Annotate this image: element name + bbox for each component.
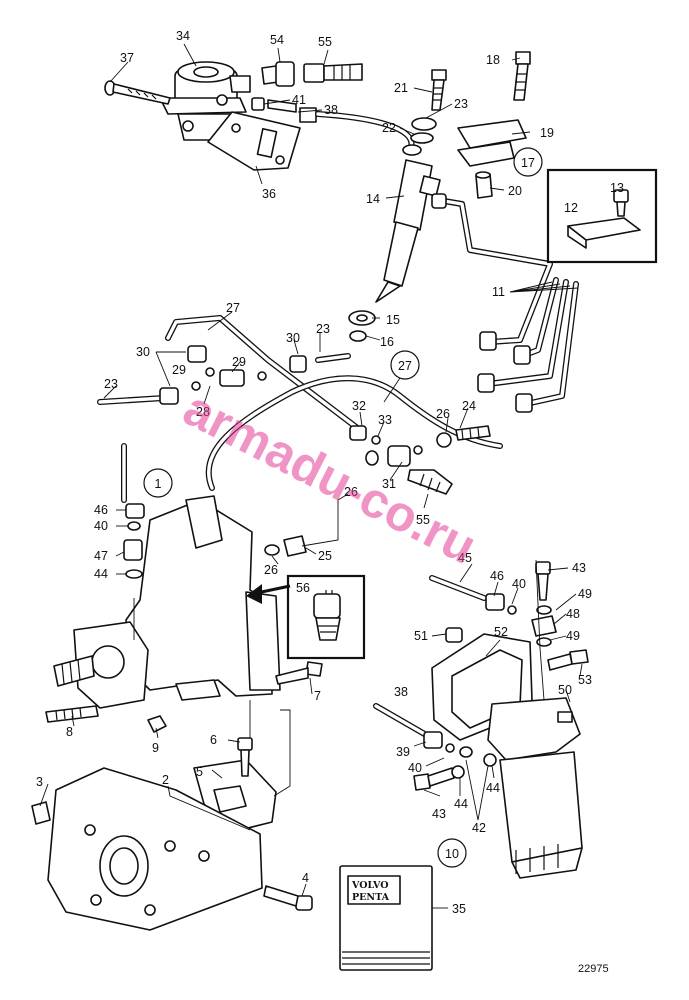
- callout-31: 31: [382, 477, 396, 491]
- callout-9: 9: [152, 741, 159, 755]
- drawing-number: 22975: [578, 963, 609, 975]
- callout-26a: 26: [436, 407, 450, 421]
- fuel-filter-assembly: [373, 561, 589, 879]
- callout-50: 50: [558, 683, 572, 697]
- callout-17: 17: [521, 156, 535, 170]
- callout-5: 5: [196, 765, 203, 779]
- callout-11: 11: [492, 285, 505, 299]
- callout-47: 47: [94, 549, 108, 563]
- callout-56: 56: [296, 581, 310, 595]
- callout-40a: 40: [94, 519, 108, 533]
- callout-48: 48: [566, 607, 580, 621]
- callout-13: 13: [610, 181, 624, 195]
- inset-box-56: [286, 574, 366, 660]
- callout-33: 33: [378, 413, 392, 427]
- callout-25: 25: [318, 549, 332, 563]
- callout-30b: 30: [286, 331, 300, 345]
- brand-logo-line2: PENTA: [352, 892, 390, 903]
- feed-pump-assembly: [104, 61, 415, 171]
- callout-27a: 27: [226, 301, 240, 315]
- callout-52: 52: [494, 625, 508, 639]
- callout-1: 1: [155, 477, 162, 491]
- callout-38b: 38: [394, 685, 408, 699]
- callout-20: 20: [508, 184, 522, 198]
- callout-18: 18: [486, 53, 500, 67]
- callout-44a: 44: [94, 567, 108, 581]
- gasket-36: [207, 111, 301, 171]
- callout-23a: 23: [454, 97, 468, 111]
- callout-29a: 29: [172, 363, 186, 377]
- callout-16: 16: [380, 335, 394, 349]
- callout-30a: 30: [136, 345, 150, 359]
- callout-3: 3: [36, 775, 43, 789]
- inset-arrow: [246, 584, 291, 604]
- callout-10: 10: [445, 847, 459, 861]
- workshop-manual-35: VOLVO PENTA: [339, 865, 433, 971]
- bolt-37: [104, 80, 171, 105]
- brand-logo-line1: VOLVO: [351, 880, 389, 891]
- injection-pump: [45, 443, 323, 733]
- callout-55a: 55: [318, 35, 332, 49]
- callout-55b: 55: [416, 513, 430, 527]
- callout-46a: 46: [94, 503, 108, 517]
- callout-43b: 43: [432, 807, 446, 821]
- callout-26c: 26: [264, 563, 278, 577]
- callout-35: 35: [452, 902, 466, 916]
- callout-29b: 29: [232, 355, 246, 369]
- callout-21: 21: [394, 81, 408, 95]
- callout-12: 12: [564, 201, 578, 215]
- callout-44c: 44: [486, 781, 500, 795]
- delivery-pipes-11: [431, 193, 579, 413]
- callout-37: 37: [120, 51, 134, 65]
- callout-49b: 49: [566, 629, 580, 643]
- callout-19: 19: [540, 126, 554, 140]
- callout-14: 14: [366, 192, 380, 206]
- callout-22: 22: [382, 121, 396, 135]
- mounting-plate-2: [31, 767, 313, 931]
- callout-51: 51: [414, 629, 428, 643]
- callout-8: 8: [66, 725, 73, 739]
- callout-labels: 34 54 55 37 41 38 36 18 21 23 22 19 20 1…: [36, 29, 624, 916]
- callout-34: 34: [176, 29, 190, 43]
- leader-lines: [39, 43, 583, 909]
- callout-36: 36: [262, 187, 276, 201]
- callout-39: 39: [396, 745, 410, 759]
- callout-24: 24: [462, 399, 476, 413]
- return-lines: [97, 315, 503, 495]
- callout-54: 54: [270, 33, 284, 47]
- injector-assembly: [348, 51, 531, 342]
- callout-7: 7: [314, 689, 321, 703]
- callout-43a: 43: [572, 561, 586, 575]
- callout-15: 15: [386, 313, 400, 327]
- callout-53: 53: [578, 673, 592, 687]
- callout-44b: 44: [454, 797, 468, 811]
- callout-6: 6: [210, 733, 217, 747]
- callout-23c: 23: [104, 377, 118, 391]
- callout-42: 42: [472, 821, 486, 835]
- callout-41: 41: [292, 93, 306, 107]
- inset-box-12-13: [546, 168, 658, 264]
- callout-4: 4: [302, 871, 309, 885]
- callout-23b: 23: [316, 322, 330, 336]
- callout-27b: 27: [398, 359, 412, 373]
- callout-32: 32: [352, 399, 366, 413]
- hose-nipple-55-top: [303, 63, 363, 83]
- callout-49a: 49: [578, 587, 592, 601]
- connector-54: [261, 61, 295, 87]
- callout-45: 45: [458, 551, 472, 565]
- circled-callouts: 1 10 17 27: [143, 147, 543, 868]
- callout-46b: 46: [490, 569, 504, 583]
- callout-28: 28: [196, 405, 210, 419]
- callout-40c: 40: [408, 761, 422, 775]
- callout-26b: 26: [344, 485, 358, 499]
- callout-40b: 40: [512, 577, 526, 591]
- callout-38a: 38: [324, 103, 338, 117]
- callout-2: 2: [162, 773, 169, 787]
